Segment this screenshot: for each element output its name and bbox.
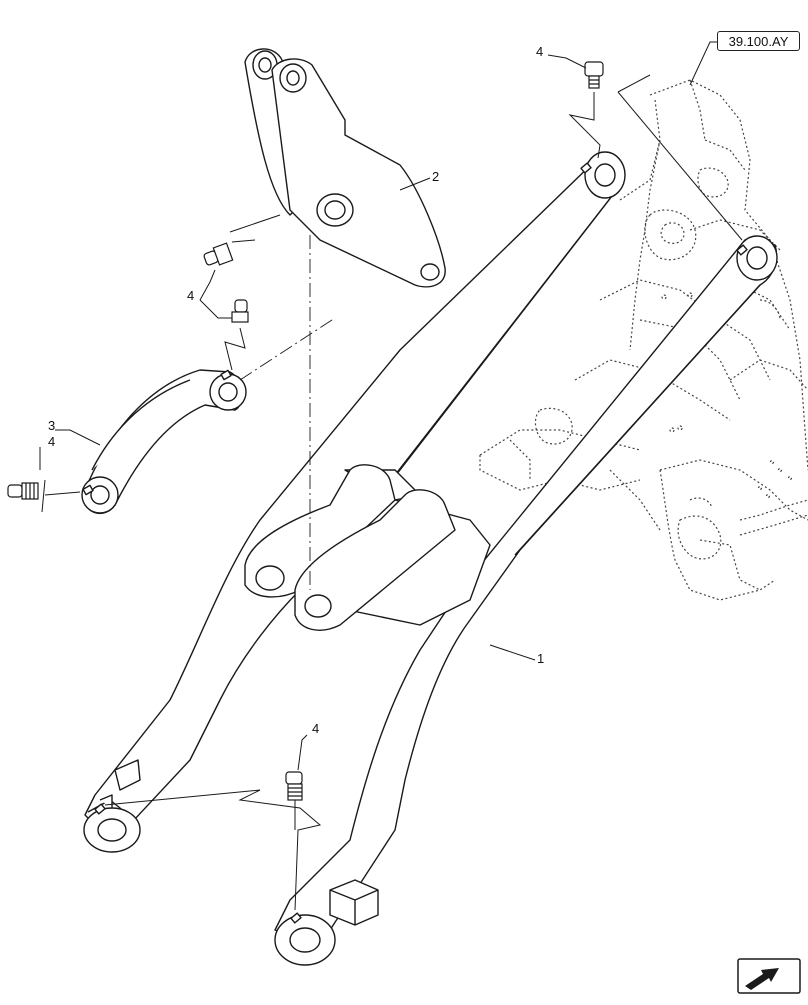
callout-item-3: 3 xyxy=(48,418,55,433)
grease-fitting-top xyxy=(584,61,604,89)
callout-item-2: 2 xyxy=(432,169,439,184)
loader-arm xyxy=(83,151,778,966)
grease-fitting-left-c xyxy=(7,482,39,500)
centerlines xyxy=(239,235,336,590)
bellcrank-lever xyxy=(244,48,446,288)
grease-fitting-left-b xyxy=(231,299,249,323)
callout-item-4-left-c: 4 xyxy=(48,434,55,449)
callout-item-4-bottom: 4 xyxy=(312,721,319,736)
leader-lines xyxy=(41,74,743,911)
callout-item-4-left-a: 4 xyxy=(187,288,194,303)
grease-fitting-left-a xyxy=(203,242,234,266)
callout-item-1: 1 xyxy=(537,651,544,666)
grease-fitting-bottom xyxy=(285,771,303,801)
arrow-navigation-icon[interactable] xyxy=(737,958,801,994)
callout-leaders xyxy=(39,41,717,771)
reference-link[interactable]: 39.100.AY xyxy=(717,31,800,51)
connecting-link xyxy=(81,369,247,515)
callout-item-4-top: 4 xyxy=(536,44,543,59)
